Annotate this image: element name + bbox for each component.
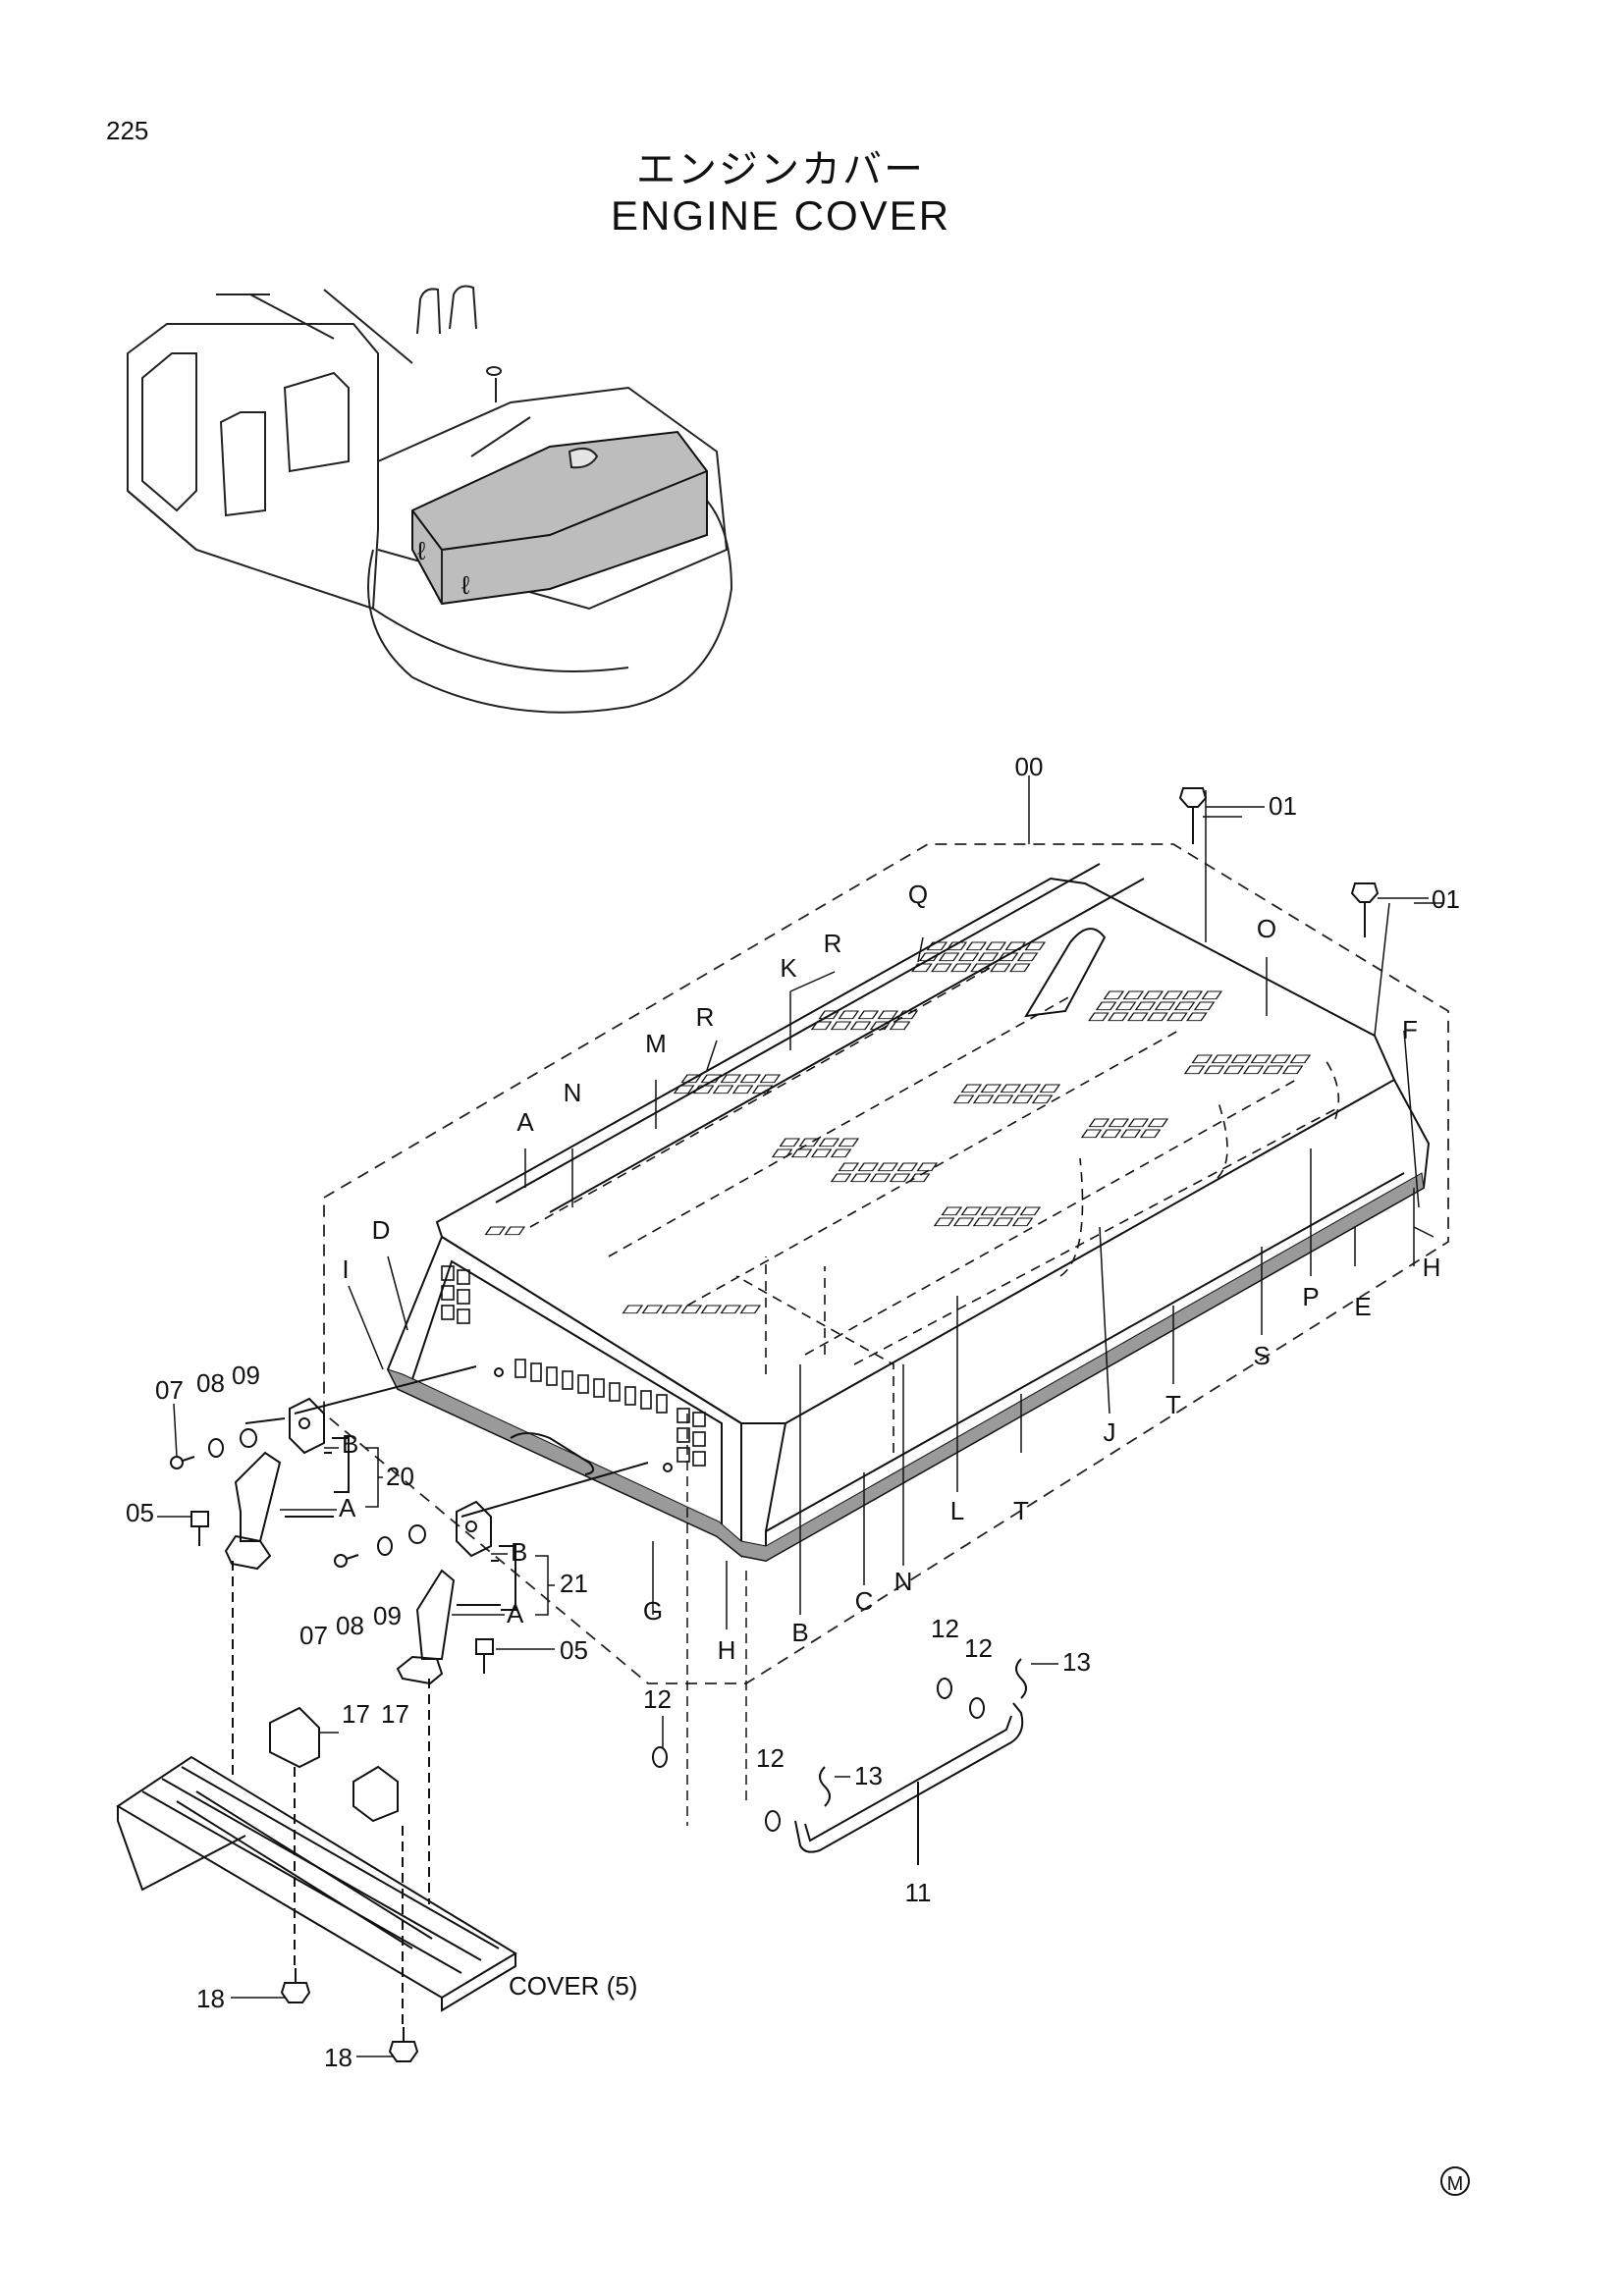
label-letter-j: J (1104, 1417, 1116, 1447)
label-letter-a-20: A (339, 1493, 356, 1522)
title-japanese: エンジンカバー (636, 147, 925, 192)
label-letter-b-20: B (342, 1429, 358, 1459)
label-letter-e: E (1354, 1292, 1371, 1321)
ring-leader-lines (686, 1414, 747, 1826)
label-letter-l: L (950, 1496, 964, 1525)
label-part-20: 20 (386, 1462, 414, 1491)
label-letter-a-21: A (507, 1599, 524, 1629)
latch-assembly-21 (396, 1462, 649, 1685)
label-part-13-b: 13 (854, 1761, 883, 1790)
label-part-12-d: 12 (964, 1633, 993, 1663)
latch-assembly-20 (224, 1365, 477, 1571)
label-part-21: 21 (560, 1569, 588, 1598)
label-part-01-a: 01 (1269, 791, 1297, 821)
label-letter-p: P (1302, 1282, 1319, 1311)
assembly-boundary (323, 843, 1449, 1684)
label-letter-n-top: N (564, 1078, 582, 1107)
engine-cover-body (386, 863, 1431, 1563)
label-part-05-a: 05 (126, 1498, 154, 1527)
label-letter-s: S (1253, 1341, 1270, 1370)
label-letter-b-bottom: B (791, 1618, 808, 1647)
label-part-18-b: 18 (324, 2043, 352, 2072)
label-letter-r-1: R (696, 1002, 715, 1032)
label-part-12-a: 12 (643, 1684, 672, 1714)
label-cover-reference: COVER (5) (509, 1971, 637, 2001)
label-letter-k: K (780, 953, 797, 983)
label-part-11: 11 (905, 1878, 932, 1907)
label-part-07-b: 07 (299, 1621, 328, 1650)
label-letter-f: F (1402, 1015, 1418, 1044)
fasteners (170, 787, 1380, 2062)
label-part-12-c: 12 (931, 1614, 959, 1643)
vent-grilles (441, 941, 1312, 1467)
m-mark-letter: M (1447, 2173, 1464, 2195)
label-part-18-a: 18 (196, 1984, 225, 2013)
label-letter-h-left: H (718, 1635, 736, 1665)
title-english: ENGINE COVER (610, 192, 951, 239)
label-part-09-a: 09 (232, 1361, 260, 1390)
part-number-leaders (157, 806, 1429, 2057)
label-part-07-a: 07 (155, 1375, 184, 1405)
svg-text:ℓ: ℓ (417, 536, 426, 565)
label-letter-d: D (372, 1215, 391, 1245)
label-letter-n-bottom: N (894, 1567, 913, 1596)
label-letter-q: Q (908, 880, 928, 909)
letter-reference-labels: A B A B A B C D E F G H H I J K L M N N … (339, 880, 1440, 1665)
label-part-17-b: 17 (381, 1699, 409, 1729)
label-letter-b-21: B (511, 1537, 527, 1567)
label-leader-lines (348, 775, 1443, 1629)
m-mark-symbol: M (1440, 2166, 1470, 2196)
label-part-09-b: 09 (373, 1601, 402, 1630)
label-letter-m: M (645, 1029, 667, 1058)
label-part-17-a: 17 (342, 1699, 370, 1729)
handle-part-11 (794, 1702, 1024, 1865)
label-part-01-b: 01 (1432, 884, 1460, 914)
label-letter-g: G (643, 1596, 663, 1626)
label-part-12-b: 12 (756, 1743, 785, 1773)
label-part-08-b: 08 (336, 1611, 364, 1640)
label-part-13-a: 13 (1062, 1647, 1091, 1677)
step-cover-reference (116, 1561, 517, 2027)
excavator-overview-illustration: ℓ ℓ (127, 285, 733, 714)
label-part-05-b: 05 (560, 1635, 588, 1665)
part-number-labels: 00 01 01 05 05 07 07 08 08 09 09 11 12 1… (126, 752, 1460, 2072)
label-letter-c: C (855, 1586, 874, 1616)
label-part-00: 00 (1015, 752, 1044, 781)
svg-text:ℓ: ℓ (461, 570, 470, 600)
label-letter-t-2: T (1013, 1496, 1029, 1525)
page-number: 225 (106, 116, 149, 145)
group-brackets (280, 1447, 555, 1616)
label-letter-h-right: H (1423, 1253, 1441, 1282)
label-letter-i: I (342, 1255, 349, 1284)
label-letter-a-top: A (516, 1107, 534, 1137)
label-letter-r-2: R (824, 929, 842, 958)
label-part-08-a: 08 (196, 1368, 225, 1398)
label-letter-o: O (1257, 914, 1276, 943)
label-letter-t-1: T (1165, 1390, 1181, 1419)
